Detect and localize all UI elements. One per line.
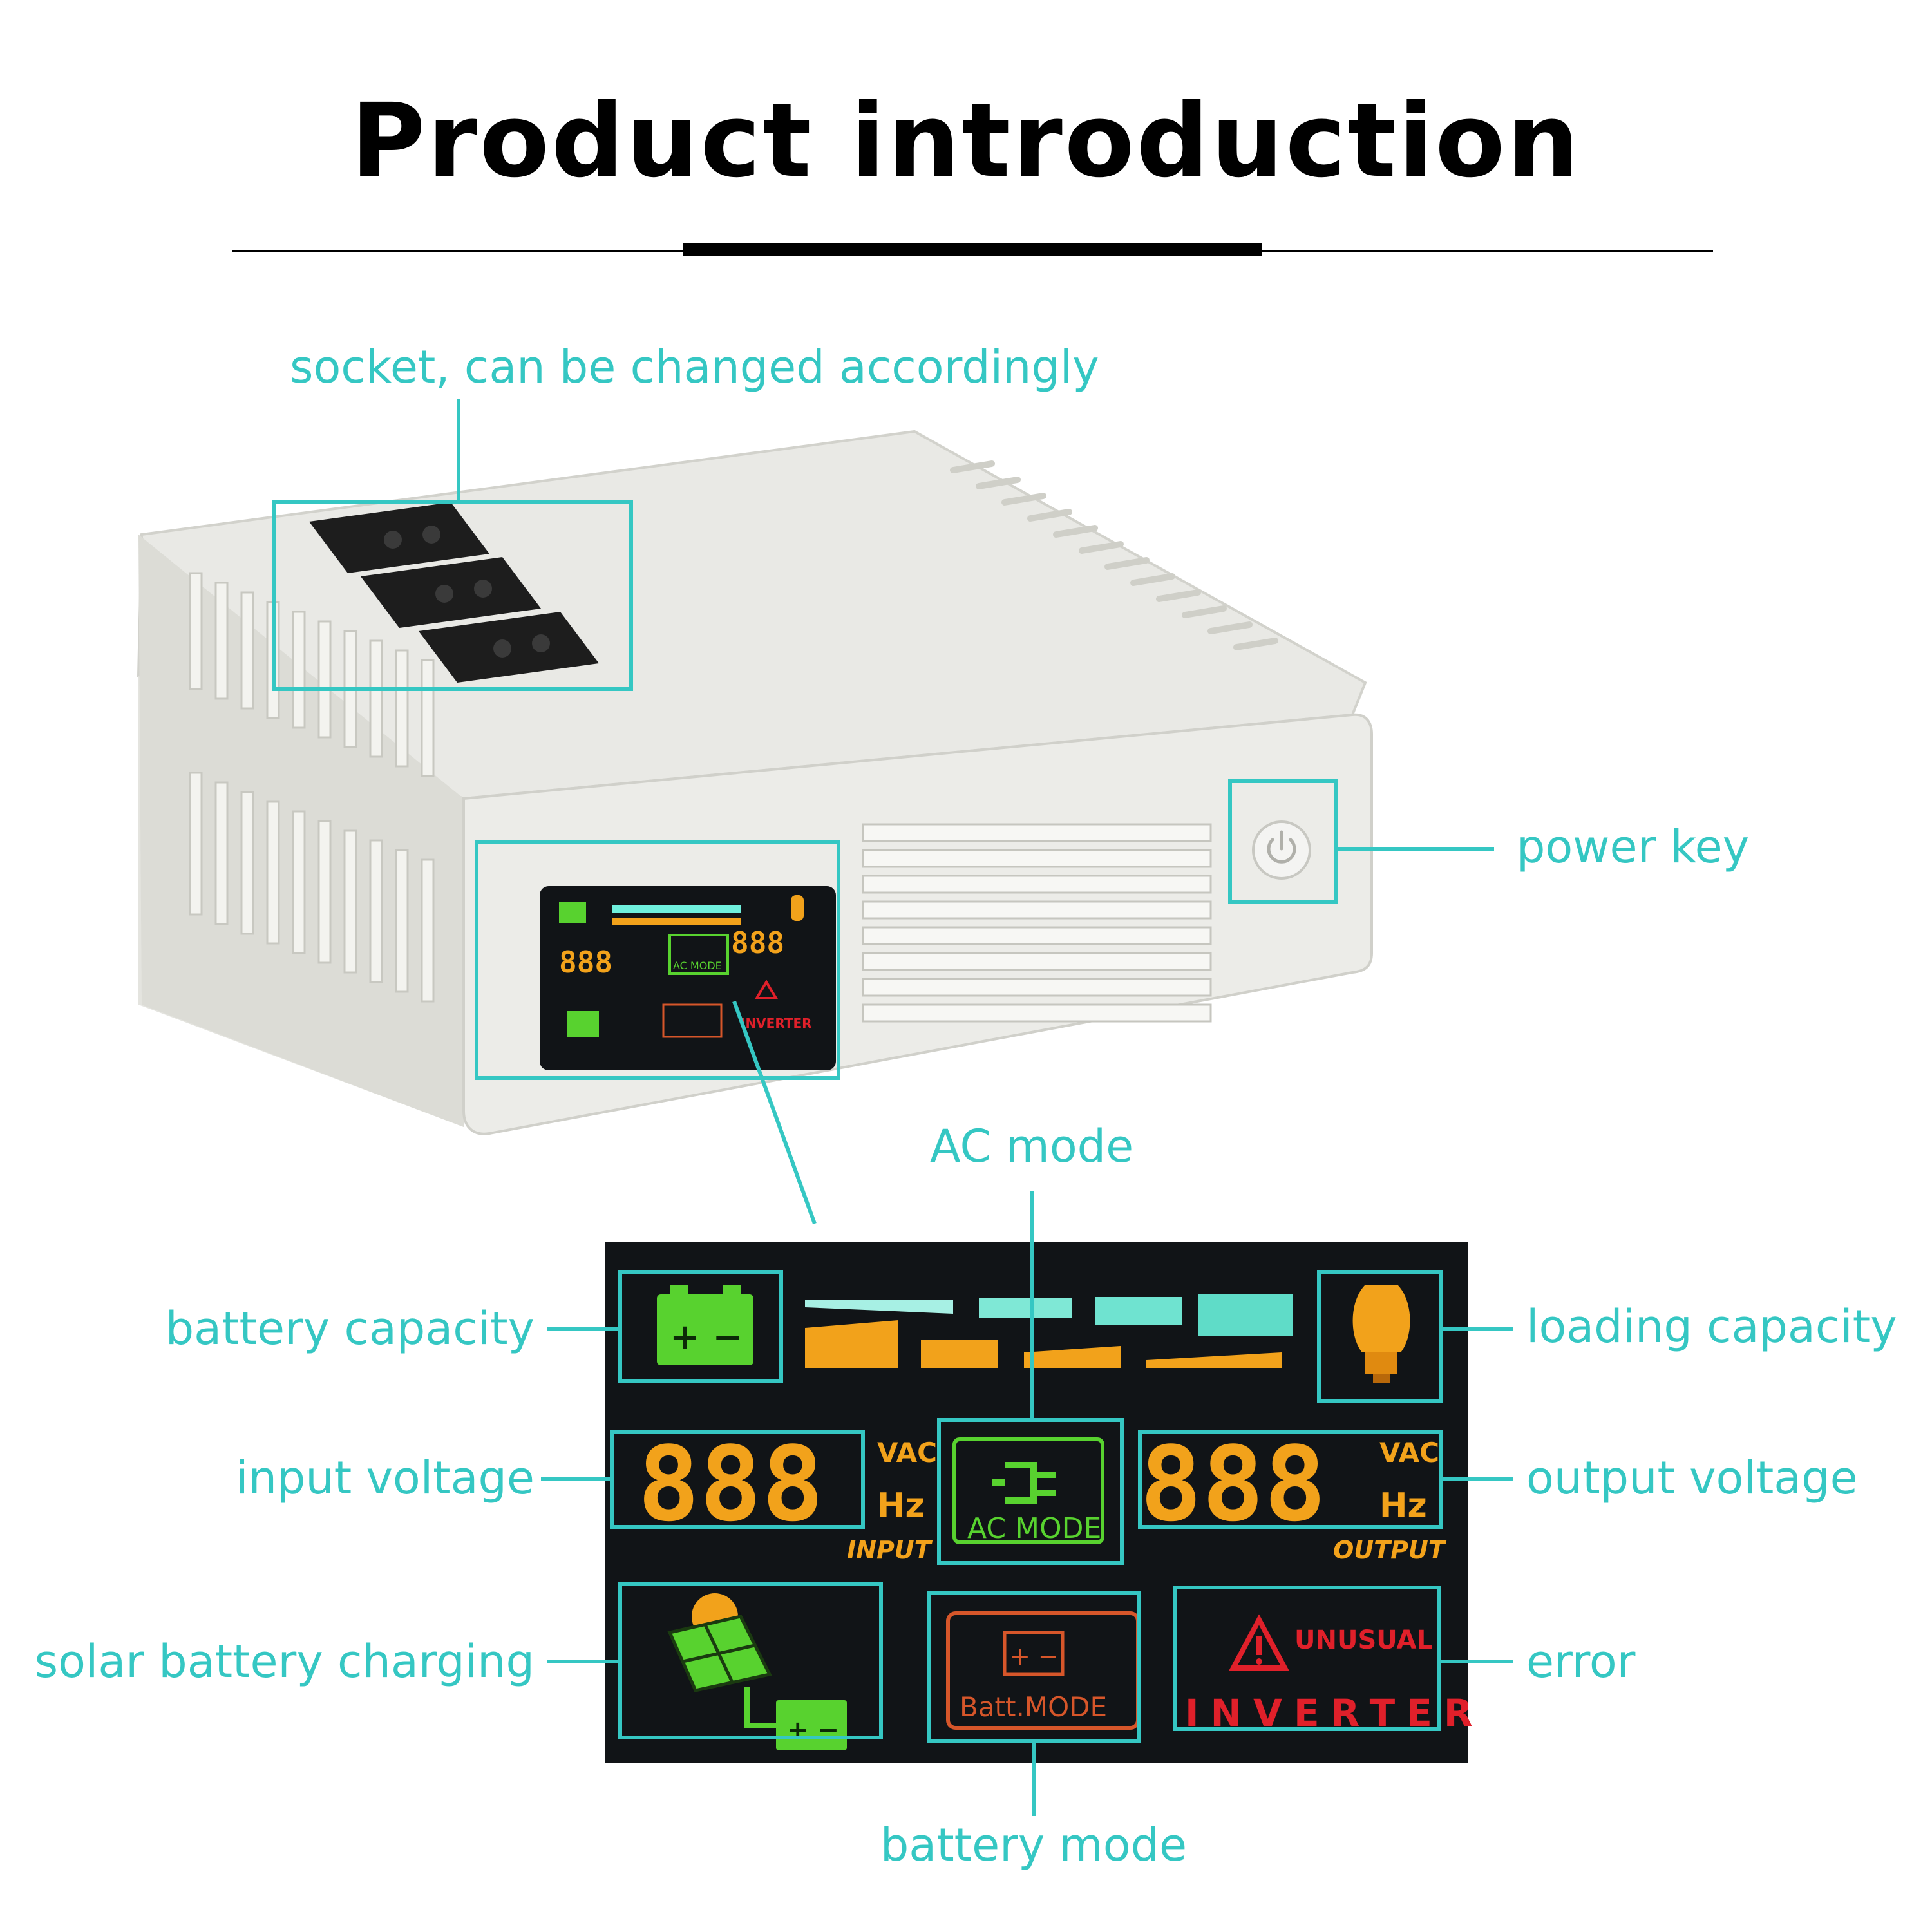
input-voltage-digits: 888 <box>638 1424 824 1544</box>
output-voltage-digits: 888 <box>1140 1424 1326 1544</box>
svg-text:+ −: + − <box>1010 1642 1059 1671</box>
warning-icon <box>1229 1614 1289 1671</box>
input-unit-hz: Hz <box>877 1486 925 1525</box>
svg-text:AC MODE: AC MODE <box>673 960 722 972</box>
ac-mode-label: AC MODE <box>967 1512 1101 1545</box>
socket-callout: socket, can be changed accordingly <box>290 341 1099 393</box>
input-unit-vac: VAC <box>877 1437 937 1468</box>
input-voltage-callout: input voltage <box>236 1452 535 1504</box>
front-grille <box>862 823 1212 1023</box>
lcd-callout-marks <box>541 1191 1513 1816</box>
battery-capacity-callout: battery capacity <box>165 1302 535 1355</box>
device-callout-marks <box>272 399 1494 1225</box>
power-icon[interactable] <box>1252 820 1311 880</box>
plug-icon <box>952 1437 1104 1544</box>
battery-icon: + − <box>657 1285 753 1365</box>
batt-mode-label: Batt.MODE <box>960 1691 1107 1723</box>
output-label: OUTPUT <box>1333 1536 1447 1564</box>
title-divider <box>232 243 1713 256</box>
left-vents <box>189 572 435 1003</box>
solar-battery-charging-callout: solar battery charging <box>34 1635 535 1688</box>
svg-text:+ −: + − <box>787 1716 839 1745</box>
ac-mode-callout: AC mode <box>929 1120 1134 1173</box>
top-vents <box>950 460 1278 650</box>
svg-text:INVERTER: INVERTER <box>741 1016 812 1031</box>
page-title: Product introduction <box>350 82 1582 200</box>
socket-icon <box>309 502 599 683</box>
unusual-label: UNUSUAL <box>1294 1625 1433 1655</box>
battery-mode-callout: battery mode <box>880 1819 1188 1871</box>
loading-capacity-callout: loading capacity <box>1526 1300 1897 1353</box>
svg-text:888: 888 <box>559 945 612 980</box>
output-voltage-callout: output voltage <box>1526 1452 1858 1504</box>
lcd-panel: + − 888 VAC Hz INPUT <box>605 1242 1473 1763</box>
input-label: INPUT <box>847 1536 933 1564</box>
power-key-callout: power key <box>1517 820 1750 873</box>
capacity-bars <box>805 1294 1293 1368</box>
svg-text:888: 888 <box>731 925 784 960</box>
error-callout: error <box>1526 1635 1636 1688</box>
bulb-icon <box>1352 1285 1410 1383</box>
svg-text:+ −: + − <box>670 1316 743 1358</box>
output-unit-hz: Hz <box>1379 1486 1427 1525</box>
device-lcd: 888 888 AC MODE INVERTER <box>540 886 836 1070</box>
output-unit-vac: VAC <box>1379 1437 1439 1468</box>
inverter-device: 888 888 AC MODE INVERTER <box>137 430 1373 1135</box>
